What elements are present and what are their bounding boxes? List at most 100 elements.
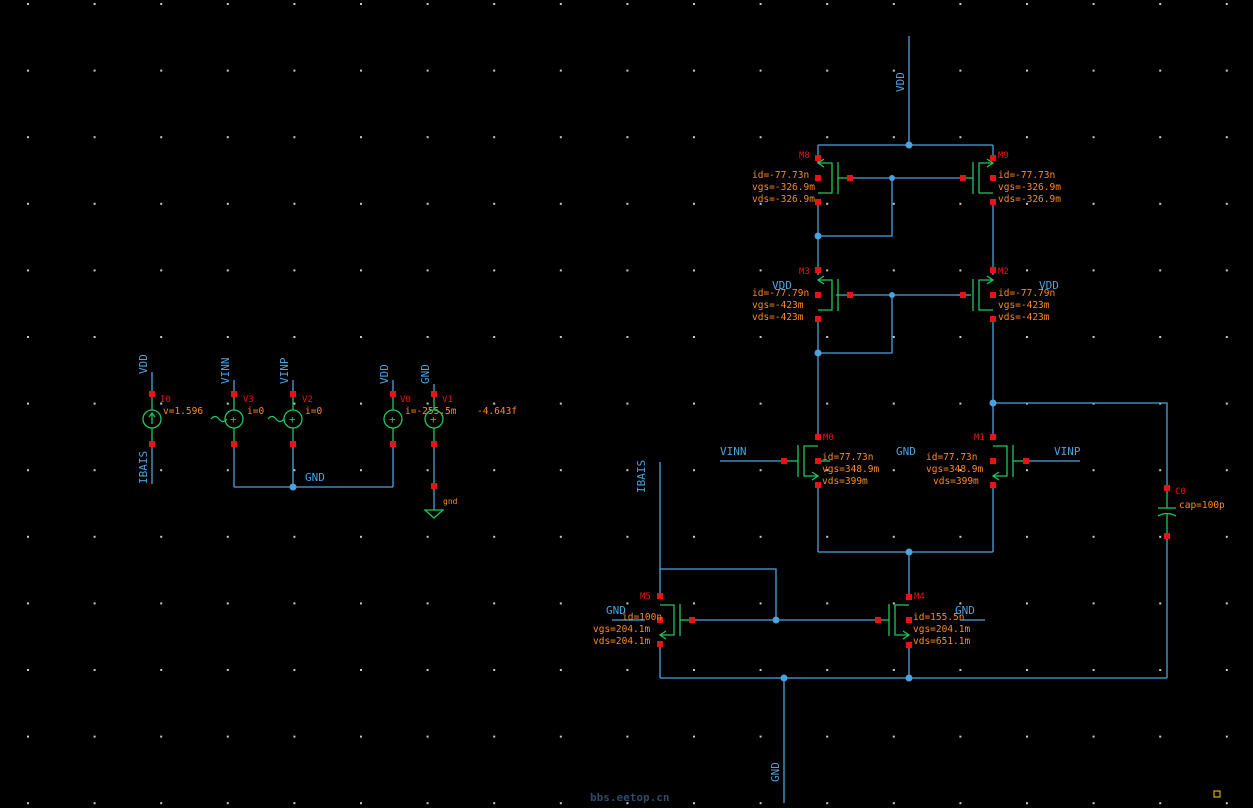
net-label-gnd-ota: GND bbox=[769, 762, 782, 782]
m1-vds: vds=399m bbox=[933, 476, 979, 487]
grid-dot bbox=[1225, 669, 1228, 671]
grid-dot bbox=[426, 669, 429, 671]
grid-dot bbox=[759, 3, 762, 5]
grid-dot bbox=[693, 669, 695, 671]
grid-dot bbox=[1026, 602, 1028, 605]
grid-dot bbox=[559, 735, 562, 738]
svg-text:+: + bbox=[389, 413, 396, 426]
grid-dot bbox=[1159, 669, 1162, 671]
grid-dots bbox=[27, 3, 1228, 805]
grid-dot bbox=[626, 402, 629, 405]
transistor-m8[interactable]: M8 id=-77.73n vgs=-326.9m vds=-326.9m bbox=[752, 151, 853, 205]
grid-dot bbox=[826, 602, 829, 605]
transistor-m2[interactable]: M2 VDD id=-77.79n vgs=-423m vds=-423m bbox=[960, 267, 1059, 323]
grid-dot bbox=[1225, 535, 1228, 538]
grid-dot bbox=[93, 136, 96, 139]
grid-dot bbox=[959, 3, 962, 5]
source-v1[interactable]: + GND V1 -4.643f gnd bbox=[419, 364, 517, 519]
grid-dot bbox=[892, 402, 895, 405]
grid-dot bbox=[93, 735, 96, 738]
net-label-vinn-src: VINN bbox=[219, 358, 232, 385]
grid-dot bbox=[892, 602, 895, 605]
c0-name: C0 bbox=[1175, 487, 1186, 497]
grid-dot bbox=[759, 202, 762, 205]
grid-dot bbox=[226, 535, 229, 538]
grid-dot bbox=[160, 735, 163, 738]
grid-dot bbox=[559, 535, 562, 538]
capacitor-c0[interactable]: C0 cap=100p bbox=[1157, 485, 1225, 539]
source-v0[interactable]: + VDD V0 i=-255.5m bbox=[378, 364, 457, 487]
grid-dot bbox=[93, 802, 96, 805]
grid-dot bbox=[559, 269, 562, 272]
grid-dot bbox=[493, 469, 496, 472]
source-i0-name: I0 bbox=[160, 395, 171, 405]
grid-dot bbox=[693, 469, 695, 472]
grid-dot bbox=[559, 202, 562, 205]
grid-dot bbox=[759, 669, 762, 671]
transistor-m9[interactable]: M9 id=-77.73n vgs=-326.9m vds=-326.9m bbox=[960, 151, 1061, 205]
grid-dot bbox=[892, 69, 895, 72]
grid-dot bbox=[160, 336, 163, 338]
source-v3[interactable]: + VINN V3 i=0 bbox=[210, 358, 264, 488]
grid-dot bbox=[1225, 3, 1228, 5]
grid-dot bbox=[160, 3, 163, 5]
grid-dot bbox=[226, 136, 229, 139]
net-label-ibais: IBAIS bbox=[137, 451, 150, 484]
grid-dot bbox=[559, 802, 562, 805]
grid-dot bbox=[493, 669, 496, 671]
m0-vgs: vgs=348.9m bbox=[822, 464, 879, 475]
transistor-m4[interactable]: M4 GND id=155.5n vgs=204.1m vds=651.1m bbox=[875, 592, 975, 648]
grid-dot bbox=[493, 602, 496, 605]
m5-id: id=100n bbox=[622, 612, 662, 623]
grid-dot bbox=[1026, 336, 1028, 338]
left-gnd-bus: GND bbox=[234, 471, 393, 491]
grid-dot bbox=[693, 802, 695, 805]
m9-vds: vds=-326.9m bbox=[998, 194, 1061, 205]
grid-dot bbox=[626, 669, 629, 671]
grid-dot bbox=[693, 336, 695, 338]
grid-dot bbox=[826, 336, 829, 338]
grid-dot bbox=[93, 69, 96, 72]
grid-dot bbox=[1092, 535, 1095, 538]
grid-dot bbox=[93, 669, 96, 671]
transistor-m3[interactable]: M3 VDD id=-77.79n vgs=-423m vds=-423m bbox=[752, 267, 853, 323]
grid-dot bbox=[759, 269, 762, 272]
m9-name: M9 bbox=[998, 151, 1009, 161]
grid-dot bbox=[27, 802, 29, 805]
grid-dot bbox=[892, 336, 895, 338]
grid-dot bbox=[93, 3, 96, 5]
grid-dot bbox=[1026, 802, 1028, 805]
grid-dot bbox=[293, 69, 296, 72]
grid-dot bbox=[559, 136, 562, 139]
m4-name: M4 bbox=[914, 592, 925, 602]
grid-dot bbox=[1225, 402, 1228, 405]
source-v3-param: i=0 bbox=[247, 406, 264, 417]
transistor-m5[interactable]: M5 GND id=100n vgs=204.1m vds=204.1m bbox=[593, 592, 695, 647]
net-label-vdd-ota: VDD bbox=[894, 72, 907, 92]
m4-body-gnd: GND bbox=[955, 604, 975, 617]
grid-dot bbox=[626, 735, 629, 738]
grid-dot bbox=[959, 269, 962, 272]
grid-dot bbox=[360, 69, 362, 72]
grid-dot bbox=[93, 602, 96, 605]
grid-dot bbox=[493, 402, 496, 405]
grid-dot bbox=[493, 69, 496, 72]
grid-dot bbox=[493, 136, 496, 139]
grid-dot bbox=[826, 669, 829, 671]
grid-dot bbox=[1092, 202, 1095, 205]
transistor-m0[interactable]: M0 VINN id=77.73n vgs=348.9m vds=399m GN… bbox=[720, 433, 916, 488]
grid-dot bbox=[959, 402, 962, 405]
grid-dot bbox=[826, 402, 829, 405]
grid-dot bbox=[626, 69, 629, 72]
grid-dot bbox=[360, 535, 362, 538]
grid-dot bbox=[360, 269, 362, 272]
m3-body-vdd: VDD bbox=[772, 279, 792, 292]
m8-id: id=-77.73n bbox=[752, 170, 809, 181]
grid-dot bbox=[1225, 802, 1228, 805]
transistor-m1[interactable]: M1 VINP id=77.73n vgs=348.9m vds=399m bbox=[926, 433, 1081, 488]
source-i0[interactable]: VDD IBAIS I0 v=1.596 bbox=[137, 354, 203, 484]
grid-dot bbox=[693, 202, 695, 205]
source-v2[interactable]: + VINP V2 i=0 bbox=[267, 357, 322, 487]
grid-dot bbox=[826, 735, 829, 738]
